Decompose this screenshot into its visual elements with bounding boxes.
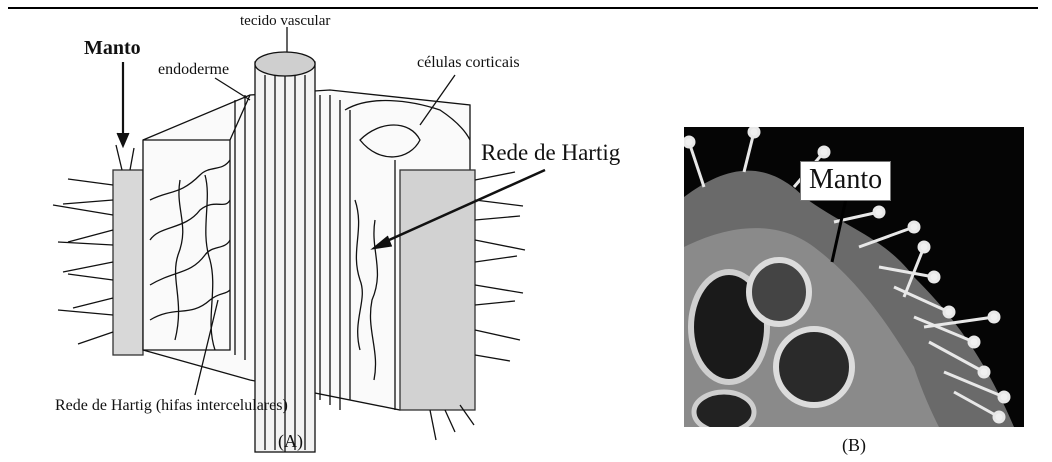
label-hartig-net: Rede de Hartig — [481, 141, 620, 164]
left-mantle — [53, 145, 143, 355]
caption-b: (B) — [842, 436, 866, 454]
label-endoderm: endoderme — [158, 62, 229, 78]
label-cortical-cells: células corticais — [417, 55, 520, 71]
label-mantle-b: Manto — [800, 161, 891, 201]
label-hartig-intercellular: Rede de Hartig (hifas intercelulares) — [55, 398, 288, 414]
caption-a: (A) — [278, 432, 303, 450]
label-mantle-a: Manto — [84, 38, 141, 58]
label-vascular-tissue: tecido vascular — [240, 14, 330, 29]
